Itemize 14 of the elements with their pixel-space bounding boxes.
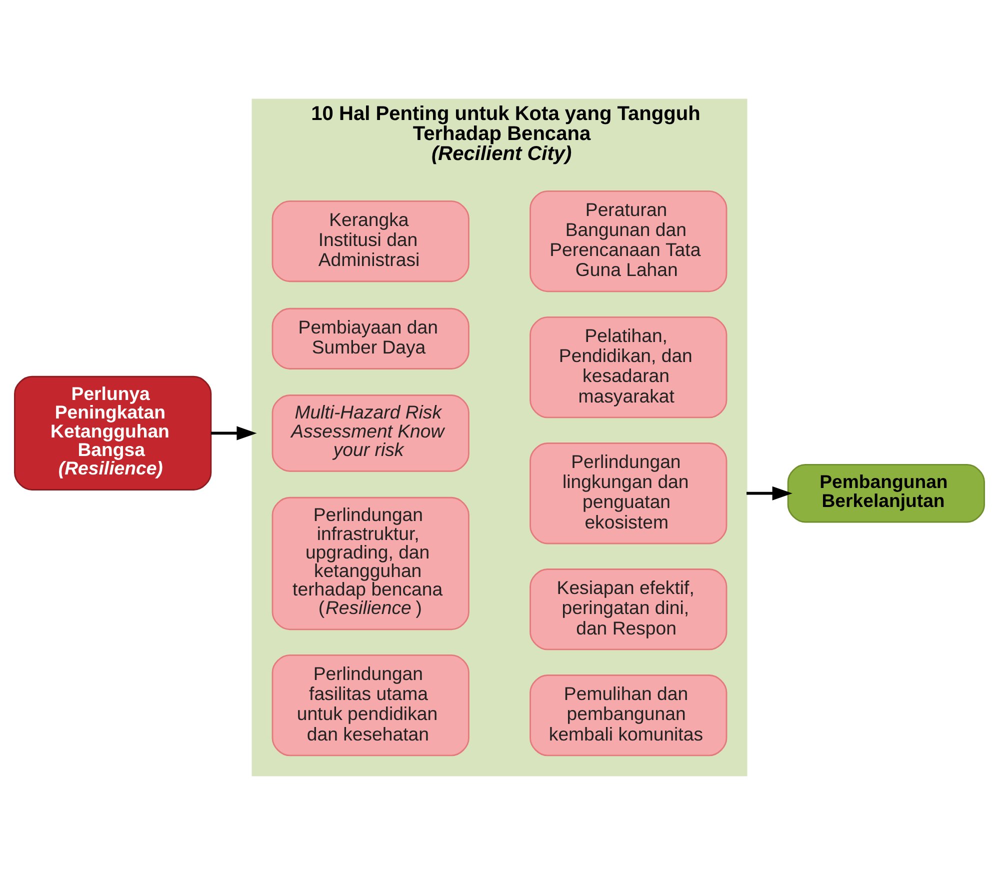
node-box: Perlindungan lingkungan dan penguatan ekosistem xyxy=(529,442,727,544)
node-box: Kesiapan efektif, peringatan dini, dan Respon xyxy=(529,568,727,650)
node-box: Pembiayaan dan Sumber Daya xyxy=(271,307,469,369)
node-box: Perlindungan infrastruktur, upgrading, dan ketangguhan terhadap bencana (Resilience) xyxy=(271,496,469,630)
node-box: Pemulihan dan pembangunan kembali komunitas xyxy=(529,674,727,756)
node-box: Pelatihan, Pendidikan, dan kesadaran masyarakat xyxy=(529,316,727,418)
node-box: Pembangunan Berkelanjutan xyxy=(786,464,984,522)
node-box: Perlunya Peningkatan Ketangguhan Bangsa (Resilience) xyxy=(14,375,212,490)
node-box: Kerangka Institusi dan Administrasi xyxy=(271,200,469,282)
node-box: Peraturan Bangunan dan Perencanaan Tata Guna Lahan xyxy=(529,190,727,292)
node-box: Perlindungan fasilitas utama untuk pendidikan dan kesehatan xyxy=(271,654,469,756)
arrow xyxy=(746,486,792,500)
arrow xyxy=(210,426,256,440)
node-box: Multi-Hazard Risk Assessment Know your risk xyxy=(271,394,469,472)
